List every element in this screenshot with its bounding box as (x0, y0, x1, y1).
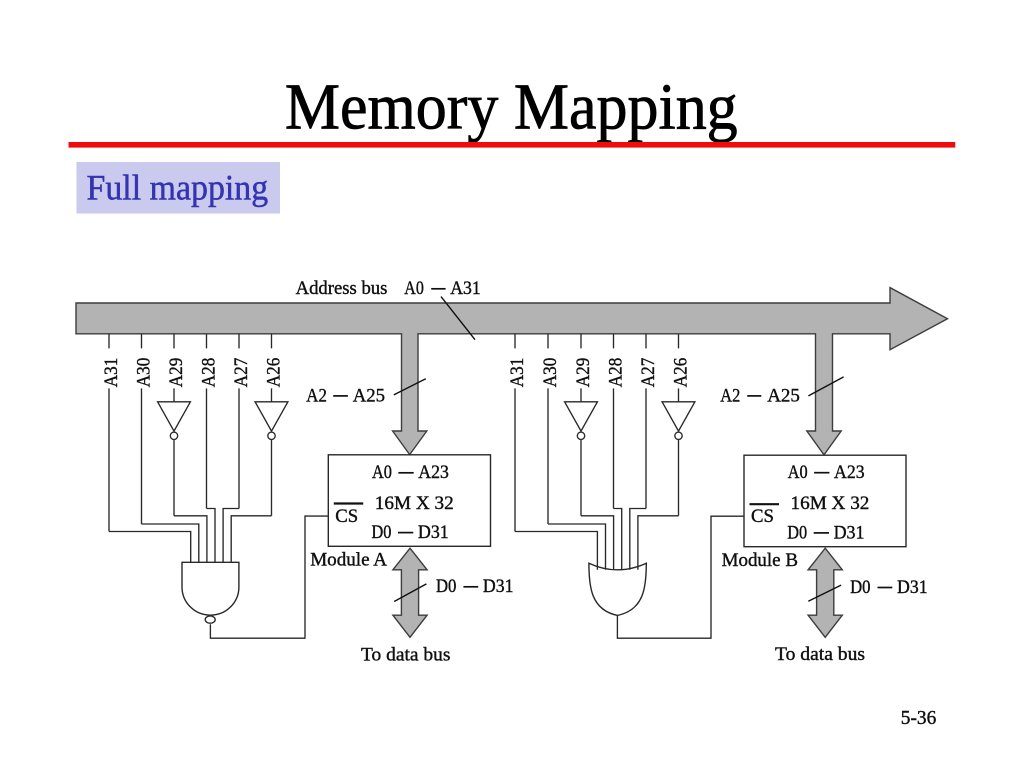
svg-text:To data bus: To data bus (361, 645, 450, 666)
svg-text:Module A: Module A (310, 549, 387, 570)
svg-text:16M X 32: 16M X 32 (791, 493, 870, 514)
svg-text:D31: D31 (897, 577, 928, 598)
svg-text:A28: A28 (606, 358, 627, 388)
svg-text:A31: A31 (507, 358, 528, 388)
svg-text:A0: A0 (372, 462, 392, 483)
svg-text:A30: A30 (540, 358, 561, 388)
svg-text:Full mapping: Full mapping (87, 167, 269, 207)
svg-text:A31: A31 (450, 278, 481, 299)
svg-text:A2: A2 (306, 385, 327, 406)
svg-text:A30: A30 (134, 358, 155, 388)
svg-text:CS: CS (335, 506, 358, 527)
svg-text:Module B: Module B (722, 550, 798, 571)
svg-text:A23: A23 (418, 462, 449, 483)
svg-text:A27: A27 (231, 357, 252, 387)
svg-text:A29: A29 (166, 358, 187, 388)
svg-text:5-36: 5-36 (901, 707, 937, 729)
svg-text:A23: A23 (834, 462, 865, 483)
svg-text:16M X 32: 16M X 32 (375, 493, 454, 514)
svg-text:Memory Mapping: Memory Mapping (285, 72, 738, 144)
svg-text:D0: D0 (372, 522, 392, 543)
svg-text:CS: CS (751, 506, 774, 527)
svg-text:A28: A28 (199, 358, 220, 388)
svg-text:D31: D31 (483, 576, 514, 597)
svg-text:D0: D0 (850, 577, 870, 598)
svg-text:A26: A26 (671, 357, 692, 387)
svg-text:A0: A0 (404, 278, 424, 299)
svg-text:To data bus: To data bus (775, 644, 865, 665)
svg-text:D31: D31 (418, 522, 449, 543)
svg-text:D31: D31 (834, 522, 865, 543)
svg-text:D0: D0 (436, 576, 456, 597)
svg-text:A25: A25 (353, 385, 385, 406)
svg-text:D0: D0 (787, 522, 807, 543)
svg-text:Address bus: Address bus (296, 278, 388, 299)
svg-text:A26: A26 (264, 357, 285, 387)
svg-text:A29: A29 (573, 358, 594, 388)
svg-text:A0: A0 (788, 462, 808, 483)
svg-text:A2: A2 (720, 385, 740, 406)
svg-text:A25: A25 (767, 385, 800, 406)
svg-text:A27: A27 (638, 357, 659, 387)
svg-text:A31: A31 (101, 358, 122, 388)
